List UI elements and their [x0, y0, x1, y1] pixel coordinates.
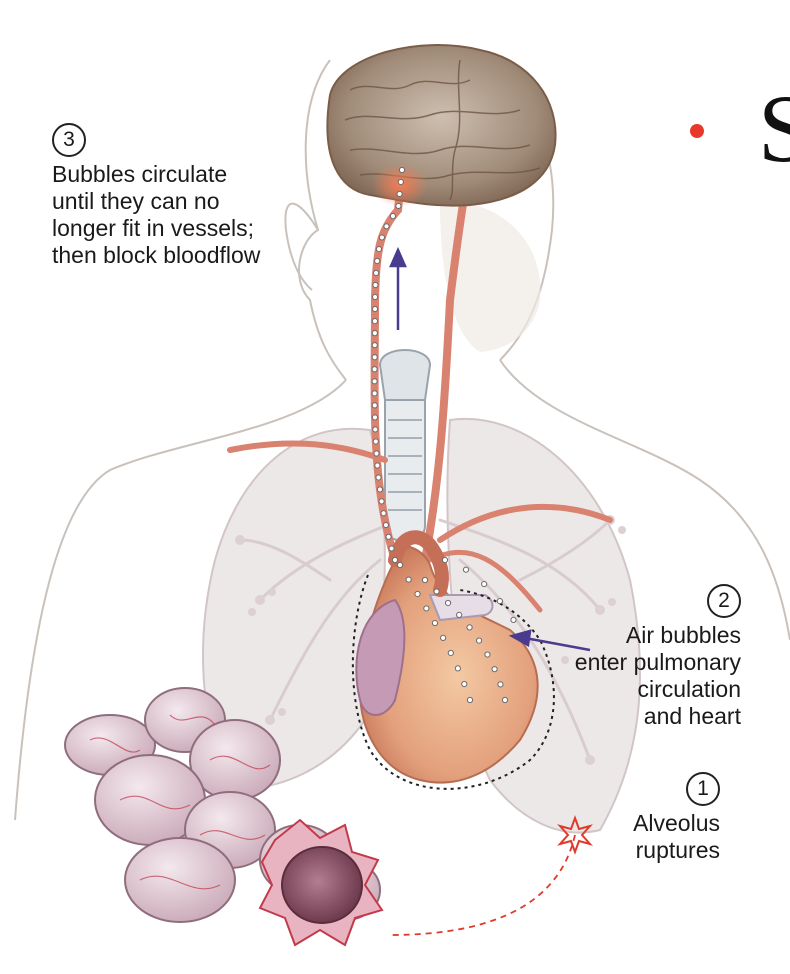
- air-bubble: [399, 167, 404, 172]
- air-bubble: [372, 403, 377, 408]
- air-bubble: [372, 391, 377, 396]
- slide-title-fragment: S: [758, 74, 790, 184]
- air-bubble: [375, 258, 380, 263]
- air-bubble: [406, 577, 411, 582]
- air-bubble: [374, 451, 379, 456]
- air-bubble: [372, 294, 377, 299]
- air-bubble: [467, 697, 472, 702]
- air-bubble: [463, 567, 468, 572]
- air-bubble: [386, 534, 391, 539]
- air-bubble: [384, 224, 389, 229]
- air-bubble: [390, 214, 395, 219]
- air-bubble: [415, 591, 420, 596]
- air-bubble: [398, 179, 403, 184]
- air-bubble: [422, 577, 427, 582]
- air-bubble: [379, 235, 384, 240]
- air-bubble: [434, 589, 439, 594]
- air-bubble: [377, 487, 382, 492]
- air-bubble: [455, 666, 460, 671]
- air-bubble: [372, 331, 377, 336]
- air-bubble: [372, 306, 377, 311]
- step-3-text: Bubbles circulate until they can no long…: [52, 161, 332, 269]
- air-bubble: [381, 511, 386, 516]
- step-2-text: Air bubbles enter pulmonary circulation …: [527, 622, 741, 730]
- air-bubble: [448, 650, 453, 655]
- air-bubble: [502, 697, 507, 702]
- step-1-callout: 1 Alveolus ruptures: [590, 772, 720, 864]
- air-bubble: [372, 319, 377, 324]
- air-bubble: [373, 282, 378, 287]
- step-3-callout: 3 Bubbles circulate until they can no lo…: [52, 123, 332, 269]
- air-bubble: [457, 612, 462, 617]
- air-bubble: [441, 635, 446, 640]
- rupture-link-dashed: [390, 835, 575, 935]
- air-bubble: [397, 562, 402, 567]
- trachea: [380, 350, 430, 540]
- brain: [327, 45, 555, 207]
- air-bubble: [497, 598, 502, 603]
- air-bubble: [498, 682, 503, 687]
- air-bubble: [389, 546, 394, 551]
- air-bubble: [372, 415, 377, 420]
- air-bubble: [376, 475, 381, 480]
- step-1-text: Alveolus ruptures: [590, 810, 720, 864]
- air-bubble: [373, 270, 378, 275]
- air-bubble: [511, 617, 516, 622]
- air-bubble: [373, 427, 378, 432]
- air-bubble: [485, 652, 490, 657]
- air-bubble: [492, 667, 497, 672]
- step-2-number: 2: [707, 584, 741, 618]
- air-bubble: [424, 606, 429, 611]
- air-bubble: [467, 625, 472, 630]
- air-bubble: [375, 463, 380, 468]
- air-bubble: [476, 638, 481, 643]
- air-bubble: [482, 581, 487, 586]
- air-bubble: [372, 343, 377, 348]
- air-bubble: [372, 367, 377, 372]
- air-bubble: [442, 557, 447, 562]
- air-bubble: [372, 379, 377, 384]
- step-3-number: 3: [52, 123, 86, 157]
- air-bubble: [376, 246, 381, 251]
- step-1-number: 1: [686, 772, 720, 806]
- slide-bullet: [690, 124, 704, 138]
- step-2-callout: 2 Air bubbles enter pulmonary circulatio…: [527, 584, 741, 730]
- air-bubble: [396, 203, 401, 208]
- air-bubble: [373, 439, 378, 444]
- air-bubble: [445, 600, 450, 605]
- air-bubble: [392, 557, 397, 562]
- air-bubble: [432, 620, 437, 625]
- air-bubble: [372, 355, 377, 360]
- air-bubble: [379, 499, 384, 504]
- air-bubble: [397, 191, 402, 196]
- air-bubble: [462, 681, 467, 686]
- air-bubble: [383, 522, 388, 527]
